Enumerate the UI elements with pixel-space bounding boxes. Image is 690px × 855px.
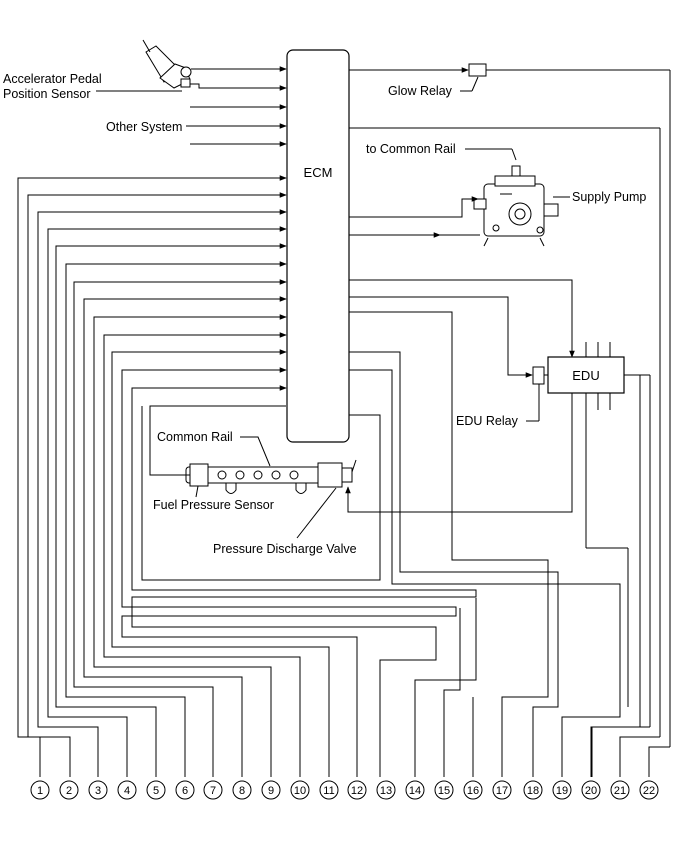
terminal-1-label: 1 <box>37 785 43 797</box>
fuel-pressure-sensor-label: Fuel Pressure Sensor <box>153 498 274 512</box>
terminal-8: 8 <box>232 780 252 800</box>
accelerator-sensor-label-line1: Accelerator Pedal <box>3 72 102 86</box>
to-common-rail-label: to Common Rail <box>366 142 456 156</box>
ecm-box <box>286 49 350 443</box>
terminal-11-label: 11 <box>323 785 334 797</box>
terminal-2: 2 <box>59 780 79 800</box>
terminal-22: 22 <box>639 780 659 800</box>
terminal-10-label: 10 <box>294 785 306 797</box>
ecm-label: ECM <box>304 165 333 180</box>
supply-pump-label: Supply Pump <box>572 190 646 204</box>
terminal-7-label: 7 <box>210 785 216 797</box>
terminal-14: 14 <box>405 780 425 800</box>
terminal-3-label: 3 <box>95 785 101 797</box>
terminal-5-label: 5 <box>153 785 159 797</box>
terminal-4-label: 4 <box>124 785 130 797</box>
pressure-discharge-valve-label: Pressure Discharge Valve <box>213 542 357 556</box>
terminal-20-label: 20 <box>585 785 597 797</box>
terminal-21-label: 21 <box>614 785 626 797</box>
common-rail-icon <box>185 459 357 494</box>
terminal-row: 1 2 3 4 5 6 7 8 9 10 11 12 13 14 15 16 1… <box>30 780 659 800</box>
supply-pump-icon <box>473 165 559 247</box>
common-rail-label: Common Rail <box>157 430 233 444</box>
accelerator-pedal-icon <box>142 39 192 89</box>
terminal-20: 20 <box>581 780 601 800</box>
terminal-16-label: 16 <box>467 785 479 797</box>
terminal-2-label: 2 <box>66 785 72 797</box>
terminal-15-label: 15 <box>438 785 450 797</box>
other-system-label: Other System <box>106 120 182 134</box>
terminal-17: 17 <box>492 780 512 800</box>
edu-relay-box <box>532 366 545 385</box>
terminal-12-label: 12 <box>351 785 363 797</box>
terminal-19: 19 <box>552 780 572 800</box>
terminal-18-label: 18 <box>527 785 539 797</box>
terminal-4: 4 <box>117 780 137 800</box>
terminal-17-label: 17 <box>496 785 508 797</box>
terminal-6-label: 6 <box>182 785 188 797</box>
terminal-8-label: 8 <box>239 785 245 797</box>
terminal-15: 15 <box>434 780 454 800</box>
terminal-18: 18 <box>523 780 543 800</box>
terminal-19-label: 19 <box>556 785 568 797</box>
terminal-21: 21 <box>610 780 630 800</box>
terminal-14-label: 14 <box>409 785 421 797</box>
accelerator-sensor-label-line2: Position Sensor <box>3 87 91 101</box>
glow-relay-label: Glow Relay <box>388 84 453 98</box>
terminal-5: 5 <box>146 780 166 800</box>
glow-relay-box <box>468 63 487 77</box>
terminal-22-label: 22 <box>643 785 655 797</box>
terminal-6: 6 <box>175 780 195 800</box>
terminal-9-label: 9 <box>268 785 274 797</box>
terminal-12: 12 <box>347 780 367 800</box>
terminal-10: 10 <box>290 780 310 800</box>
edu-relay-label: EDU Relay <box>456 414 519 428</box>
terminal-16: 16 <box>463 780 483 800</box>
terminal-9: 9 <box>261 780 281 800</box>
terminal-7: 7 <box>203 780 223 800</box>
terminal-13: 13 <box>376 780 396 800</box>
edu-label: EDU <box>572 368 599 383</box>
terminal-1: 1 <box>30 780 50 800</box>
terminal-13-label: 13 <box>380 785 392 797</box>
terminal-3: 3 <box>88 780 108 800</box>
terminal-11: 11 <box>319 780 339 800</box>
